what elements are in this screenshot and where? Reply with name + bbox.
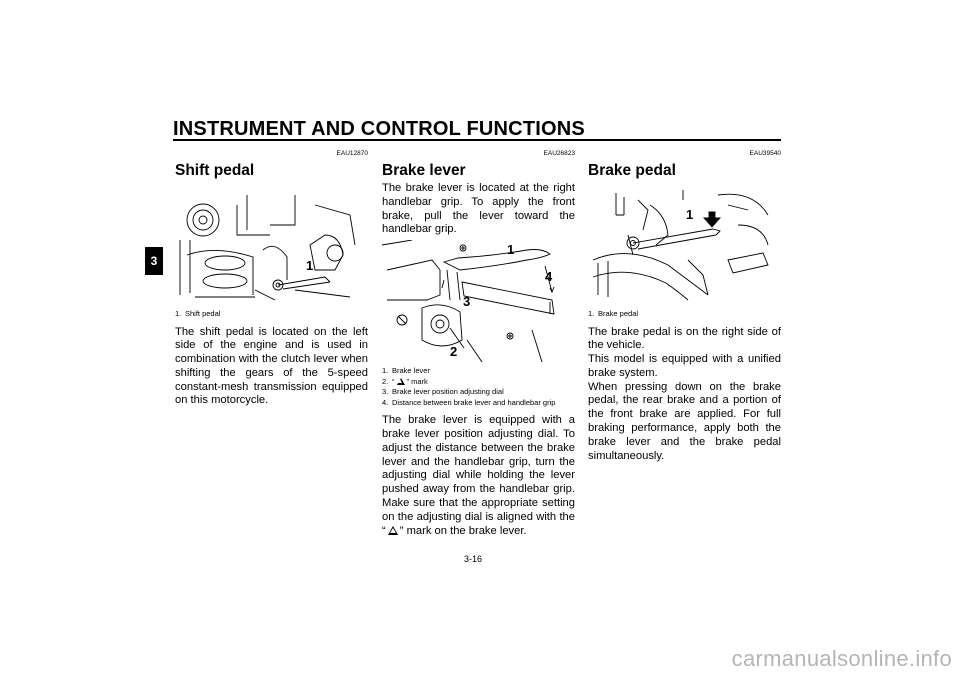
section-code: EAU12870 xyxy=(336,150,368,157)
callout-3: 3 xyxy=(463,294,471,310)
section-code: EAU26823 xyxy=(543,150,575,157)
section-body: The brake lever is equipped with a brake… xyxy=(382,414,575,537)
section-body: The brake pedal is on the right side of … xyxy=(588,325,781,462)
chapter-tab: 3 xyxy=(145,247,163,275)
page-header-title: INSTRUMENT AND CONTROL FUNCTIONS xyxy=(173,118,585,140)
section-body: The shift pedal is located on the left s… xyxy=(175,325,368,407)
callout-4: 4 xyxy=(545,269,553,285)
callout-2: 2 xyxy=(450,344,458,360)
section-title: Shift pedal xyxy=(175,162,255,179)
caption-item: 2. “” mark xyxy=(382,376,428,386)
page-number: 3-16 xyxy=(464,554,483,564)
shift-pedal-illustration: 1 xyxy=(175,185,368,305)
brake-lever-illustration: 1 2 3 4 xyxy=(382,240,575,363)
caption-item: 1. Shift pedal xyxy=(175,309,221,318)
caption-item: 1. Brake lever xyxy=(382,366,430,376)
callout-1: 1 xyxy=(306,258,314,273)
figure-captions: 1. Brake pedal xyxy=(588,309,781,320)
callout-1: 1 xyxy=(507,242,515,258)
brake-pedal-illustration: 1 xyxy=(588,185,781,305)
watermark: carmanualsonline.info xyxy=(731,646,952,671)
figure-captions: 1. Shift pedal xyxy=(175,309,368,320)
shift-pedal-section: EAU12870 Shift pedal 1 1. Shift pedal Th… xyxy=(175,150,368,408)
figure-captions: 1. Brake lever 2. “” mark 3. Brake lever… xyxy=(382,366,575,408)
section-title: Brake lever xyxy=(382,162,466,179)
header-rule xyxy=(173,139,781,141)
triangle-mark-icon xyxy=(387,525,398,535)
brake-pedal-section: EAU39540 Brake pedal 1 1. Brake pedal Th… xyxy=(588,150,781,463)
caption-item: 4. Distance between brake lever and hand… xyxy=(382,397,556,407)
section-intro: The brake lever is located at the right … xyxy=(382,182,575,236)
section-title: Brake pedal xyxy=(588,162,676,179)
section-code: EAU39540 xyxy=(749,150,781,157)
brake-lever-section: EAU26823 Brake lever The brake lever is … xyxy=(382,150,575,538)
callout-1: 1 xyxy=(686,207,694,222)
caption-item: 3. Brake lever position adjusting dial xyxy=(382,387,504,397)
caption-item: 1. Brake pedal xyxy=(588,309,639,318)
triangle-mark-icon xyxy=(396,377,405,385)
